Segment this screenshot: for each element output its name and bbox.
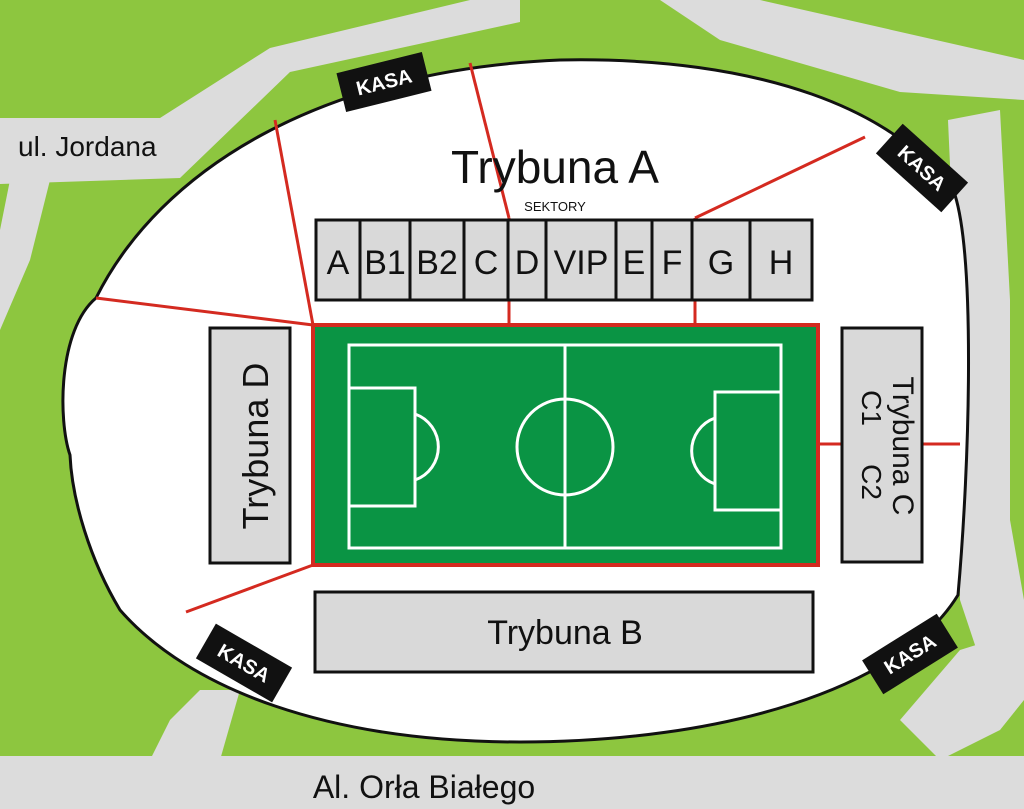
stand-c[interactable]: Trybuna C C1 C2 <box>840 326 924 564</box>
street-label-ul-jordana: ul. Jordana <box>18 131 157 162</box>
stand-c-label: Trybuna C <box>886 377 919 516</box>
stand-d-box <box>208 326 292 565</box>
sector-label: E <box>623 244 646 282</box>
sector-c2-label: C2 <box>856 464 887 500</box>
road-top-right <box>660 0 1024 100</box>
road-right-side <box>948 110 1024 690</box>
sector-box <box>690 218 752 302</box>
sector-box <box>314 218 362 302</box>
sector-c[interactable]: C <box>462 218 510 302</box>
sector-box <box>408 218 466 302</box>
sector-e[interactable]: E <box>614 218 654 302</box>
sector-box <box>748 218 814 302</box>
stand-d-label: Trybuna D <box>235 363 276 530</box>
road-left-branch <box>0 180 50 330</box>
sector-c1-label: C1 <box>856 390 887 426</box>
sector-vip[interactable]: VIP <box>544 218 618 302</box>
sector-a[interactable]: A <box>314 218 362 302</box>
sector-b1[interactable]: B1 <box>358 218 412 302</box>
sector-g[interactable]: G <box>690 218 752 302</box>
road-ul-jordana <box>0 0 520 184</box>
sector-label: B1 <box>364 244 406 282</box>
sector-label: VIP <box>554 244 609 282</box>
sector-box <box>614 218 654 302</box>
street-label-al-orla-bialego: Al. Orła Białego <box>313 769 535 805</box>
sector-label: G <box>708 244 734 282</box>
sector-f[interactable]: F <box>650 218 694 302</box>
stand-b-box <box>313 590 815 674</box>
sector-box <box>544 218 618 302</box>
sector-h[interactable]: H <box>748 218 814 302</box>
sector-label: B2 <box>416 244 458 282</box>
road-bottom-left <box>150 690 240 760</box>
sector-label: A <box>327 244 350 282</box>
stand-b[interactable]: Trybuna B <box>313 590 815 674</box>
sector-divider-lines <box>95 62 960 614</box>
ticket-office-badge <box>336 51 432 113</box>
sector-d[interactable]: D <box>506 218 548 302</box>
stand-d[interactable]: Trybuna D <box>208 326 292 565</box>
stand-a-title: Trybuna A <box>451 141 659 193</box>
ticket-office-badge <box>875 123 969 213</box>
sector-label: F <box>662 244 683 282</box>
football-pitch <box>311 323 820 567</box>
stand-c-box <box>840 326 924 564</box>
pitch-markings <box>347 343 783 550</box>
road-bottom-right <box>900 630 1024 760</box>
sector-label: D <box>515 244 540 282</box>
sector-box <box>650 218 694 302</box>
stand-b-label: Trybuna B <box>487 614 643 652</box>
ticket-office-badge <box>195 623 293 703</box>
road-al-orla-bialego <box>0 756 1024 809</box>
sector-label: H <box>769 244 794 282</box>
ticket-office-top[interactable]: KASA <box>336 51 432 113</box>
sectors-caption: SEKTORY <box>524 199 586 214</box>
sector-label: C <box>474 244 499 282</box>
sector-box <box>506 218 548 302</box>
sector-b2[interactable]: B2 <box>408 218 466 302</box>
ticket-office-badge <box>862 613 958 695</box>
